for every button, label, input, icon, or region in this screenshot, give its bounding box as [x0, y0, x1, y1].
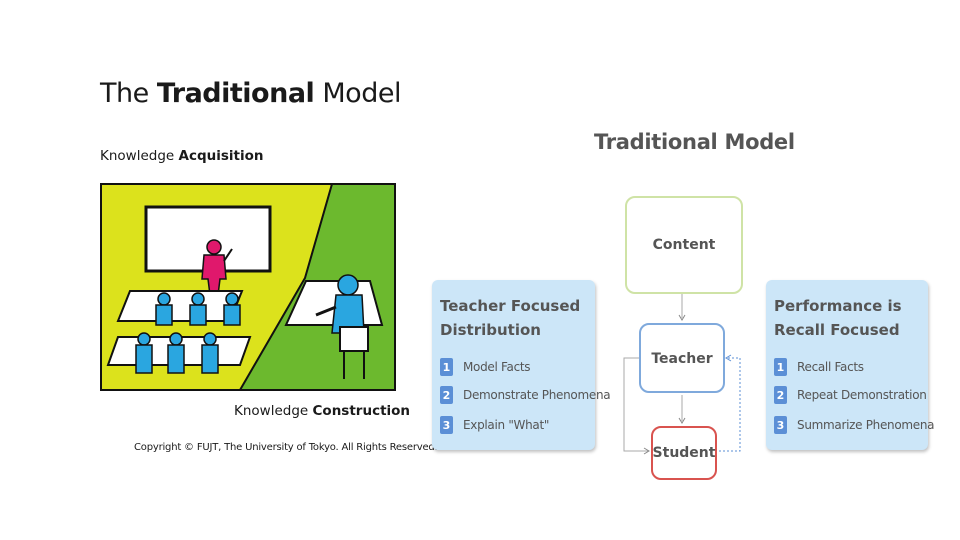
- diagram-title: Traditional Model: [594, 130, 795, 154]
- acquisition-prefix: Knowledge: [100, 148, 179, 164]
- number-badge: 2: [440, 386, 453, 404]
- list-item: 2 Repeat Demonstration: [774, 386, 927, 404]
- performance-recall-panel: Performance is Recall Focused 1 Recall F…: [766, 280, 935, 450]
- acquisition-bold: Acquisition: [178, 148, 264, 164]
- content-node: Content: [625, 196, 743, 294]
- number-badge: 1: [440, 358, 453, 376]
- teacher-node: Teacher: [639, 323, 725, 393]
- item-label: Model Facts: [463, 360, 531, 374]
- number-badge: 1: [774, 358, 787, 376]
- item-label: Summarize Phenomena: [797, 418, 935, 432]
- page-title: The Traditional Model: [100, 78, 401, 109]
- list-item: 1 Recall Facts: [774, 358, 864, 376]
- list-item: 3 Explain "What": [440, 416, 549, 434]
- teacher-focused-panel: Teacher Focused Distribution 1 Model Fac…: [432, 280, 611, 450]
- copyright-text: Copyright © FUJT, The University of Toky…: [134, 442, 438, 453]
- panel-title: Teacher Focused Distribution: [440, 297, 581, 339]
- knowledge-construction-label: Knowledge Construction: [234, 403, 410, 419]
- item-label: Explain "What": [463, 418, 550, 432]
- panel-title: Performance is Recall Focused: [774, 297, 902, 339]
- title-prefix: The: [100, 78, 157, 109]
- number-badge: 2: [774, 386, 787, 404]
- item-label: Demonstrate Phenomena: [463, 388, 611, 402]
- student-node: Student: [651, 426, 717, 480]
- construction-bold: Construction: [312, 403, 411, 419]
- number-badge: 3: [440, 416, 453, 434]
- knowledge-acquisition-label: Knowledge Acquisition: [100, 148, 264, 164]
- construction-prefix: Knowledge: [234, 403, 313, 419]
- title-suffix: Model: [314, 78, 401, 109]
- list-item: 2 Demonstrate Phenomena: [440, 386, 611, 404]
- item-label: Recall Facts: [797, 360, 864, 374]
- list-item: 1 Model Facts: [440, 358, 531, 376]
- classroom-illustration: [100, 183, 396, 391]
- number-badge: 3: [774, 416, 787, 434]
- item-label: Repeat Demonstration: [797, 388, 927, 402]
- title-bold: Traditional: [156, 78, 315, 109]
- teacher-figure: [201, 239, 233, 296]
- chair: [339, 326, 369, 352]
- student-figures: [135, 292, 241, 374]
- list-item: 3 Summarize Phenomena: [774, 416, 935, 434]
